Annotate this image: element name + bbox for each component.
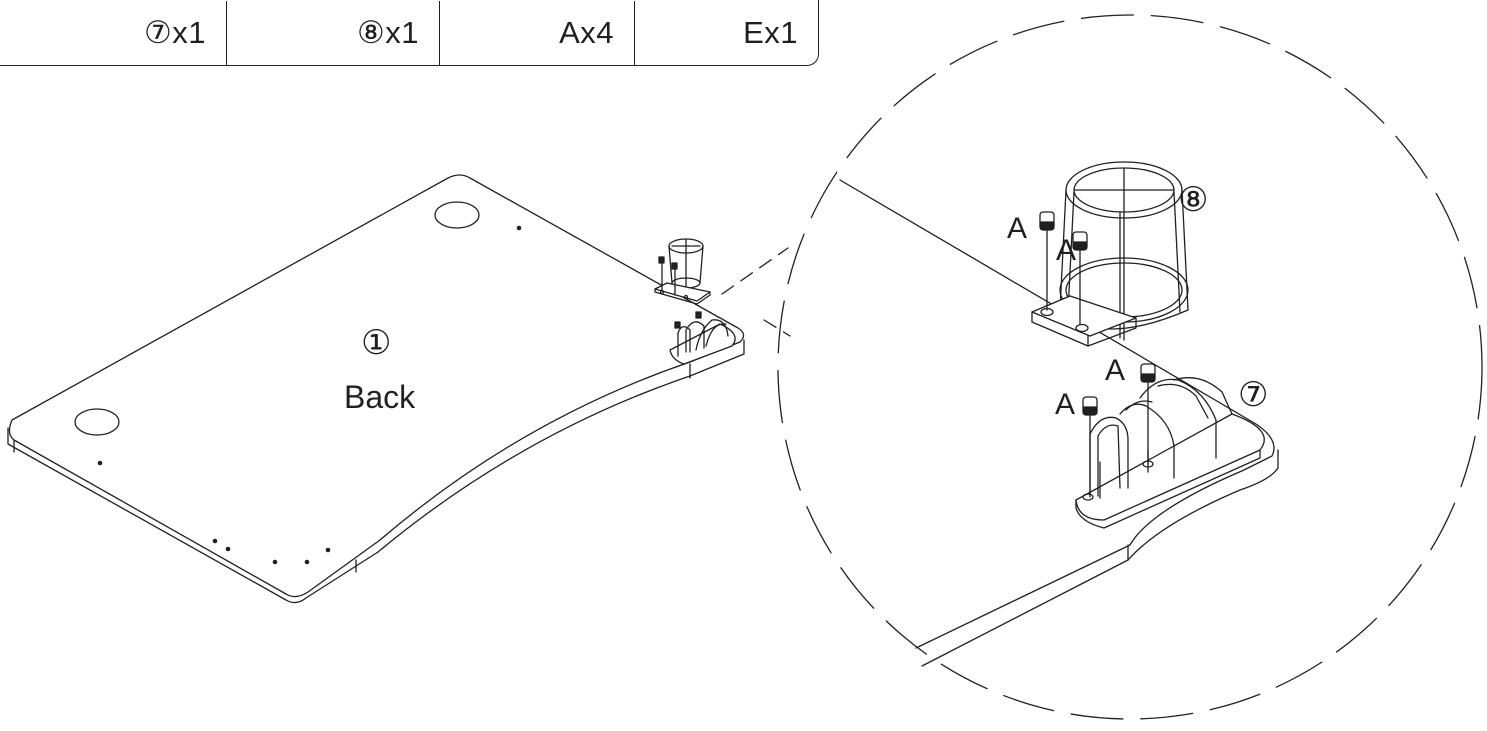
part-7-qty: ⑦x1: [143, 15, 206, 50]
part-8-qty: ⑧x1: [356, 15, 419, 50]
small-grommet-basket: [654, 238, 711, 305]
parts-cell-8: ⑧x1: [226, 1, 439, 65]
parts-table: ⑦x1 ⑧x1 Ax4 Ex1: [0, 0, 819, 66]
parts-cell-a: Ax4: [439, 1, 634, 65]
small-cable-holder: [669, 311, 736, 365]
detail-screws-grommet: [1039, 211, 1088, 325]
tool-e-qty: Ex1: [743, 15, 798, 50]
part-1-number: ①: [361, 323, 392, 363]
parts-cell-7: ⑦x1: [1, 1, 226, 65]
screw-label-a: A: [1055, 388, 1076, 421]
holder-part-number: ⑦: [1238, 375, 1269, 415]
table-divider: [226, 1, 227, 65]
detail-desk-edge: [839, 179, 1279, 667]
table-divider: [439, 1, 440, 65]
detail-cable-holder: [1075, 377, 1265, 529]
grommet-part-number: ⑧: [1178, 180, 1209, 220]
cable-hole: [434, 201, 480, 229]
detail-leader-lines: [721, 247, 791, 337]
detail-grommet-basket: [1031, 161, 1189, 347]
cable-hole: [74, 408, 120, 436]
back-side-label: Back: [344, 379, 416, 415]
screw-label-a: A: [1105, 354, 1126, 387]
screw-label-a: A: [1007, 212, 1028, 245]
desk-top-panel: [7, 174, 745, 604]
table-divider: [634, 1, 635, 65]
screw-a-qty: Ax4: [559, 15, 614, 50]
detail-screws-holder: [1082, 363, 1156, 498]
screw-label-a: A: [1056, 234, 1077, 267]
detail-callout-circle: [777, 14, 1483, 720]
pilot-holes: [97, 225, 522, 565]
parts-cell-e: Ex1: [634, 1, 818, 65]
